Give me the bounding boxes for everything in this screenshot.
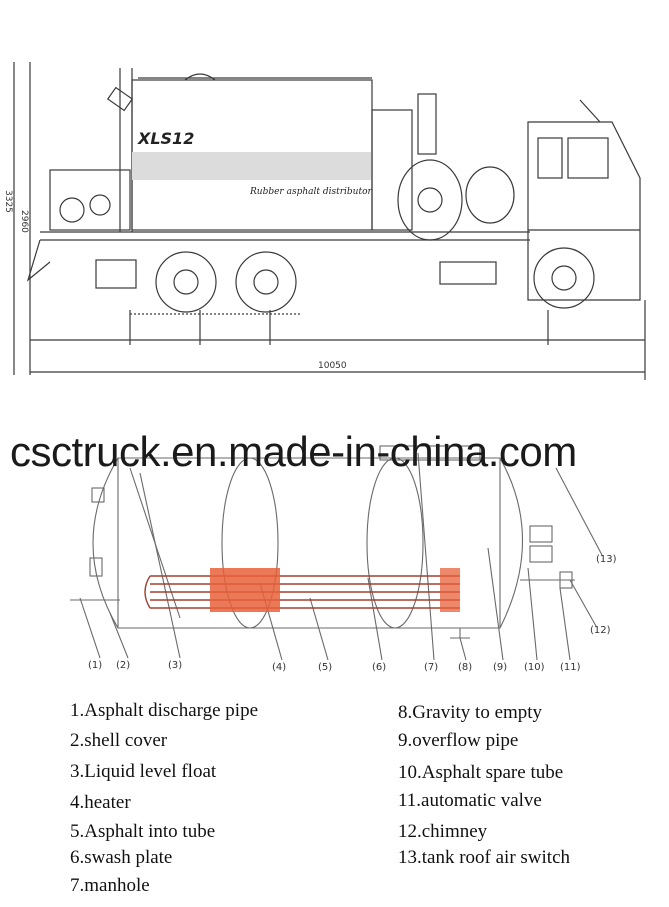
legend-item: 8.Gravity to empty bbox=[398, 702, 543, 723]
callout-6: (6) bbox=[372, 662, 386, 673]
legend-item: 6.swash plate bbox=[70, 847, 173, 868]
heater-coil bbox=[144, 568, 460, 612]
legend-item: 3.Liquid level float bbox=[70, 761, 217, 782]
legend-item: 10.Asphalt spare tube bbox=[398, 762, 564, 783]
callout-10: (10) bbox=[524, 662, 545, 673]
callout-12: (12) bbox=[590, 625, 611, 636]
left-dimension: 2960 bbox=[19, 210, 29, 233]
legend-item: 9.overflow pipe bbox=[398, 730, 519, 751]
burner-drum bbox=[397, 159, 463, 241]
truck-cab bbox=[527, 121, 641, 301]
legend-item: 12.chimney bbox=[398, 821, 488, 842]
legend-item: 4.heater bbox=[70, 792, 131, 813]
legend-item: 1.Asphalt discharge pipe bbox=[70, 700, 259, 721]
tank-cutaway-drawing: (1) (2) (3) (4) (5) (6) (7) (8) (9) (10)… bbox=[70, 445, 617, 673]
length-dimension: 10050 bbox=[318, 361, 347, 371]
callout-7: (7) bbox=[424, 662, 438, 673]
callout-5: (5) bbox=[318, 662, 332, 673]
callout-11: (11) bbox=[560, 662, 581, 673]
height-dimension: 3325 bbox=[3, 190, 13, 213]
callout-8: (8) bbox=[458, 662, 472, 673]
tank-side-text: Rubber asphalt distributor bbox=[249, 187, 372, 197]
watermark-text: csctruck.en.made-in-china.com bbox=[10, 428, 577, 475]
callout-2: (2) bbox=[116, 660, 130, 671]
truck-side-view-drawing: XLS12 Rubber asphalt distributor 10050 3… bbox=[3, 62, 646, 380]
legend-item: 5.Asphalt into tube bbox=[70, 821, 216, 842]
front-wheel bbox=[533, 247, 595, 309]
legend-item: 13.tank roof air switch bbox=[398, 847, 571, 868]
callout-9: (9) bbox=[493, 662, 507, 673]
manhole bbox=[379, 445, 481, 461]
legend-item: 2.shell cover bbox=[70, 730, 168, 751]
legend-item: 11.automatic valve bbox=[398, 790, 542, 811]
callout-1: (1) bbox=[88, 660, 102, 671]
callout-4: (4) bbox=[272, 662, 286, 673]
callout-3: (3) bbox=[168, 660, 182, 671]
rear-wheel-2 bbox=[235, 251, 297, 313]
rear-wheel-1 bbox=[155, 251, 217, 313]
legend-item: 7.manhole bbox=[70, 875, 150, 896]
truck-model-label: XLS12 bbox=[137, 129, 194, 148]
callout-13: (13) bbox=[596, 554, 617, 565]
